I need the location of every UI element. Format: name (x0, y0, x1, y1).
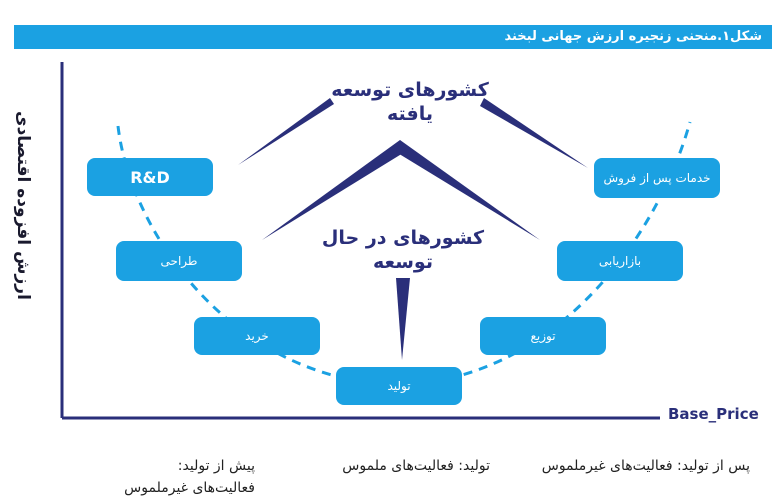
developing-left-wedge (262, 140, 408, 240)
developing-down-wedge (396, 278, 410, 360)
developed-left-wedge (238, 98, 334, 165)
smile-curve (116, 121, 692, 387)
y-axis-label: ارزش افزوده اقتصادی (13, 110, 33, 300)
stage-after-sales: خدمات پس از فروش (594, 158, 720, 198)
pre-production-text: پیش از تولید: فعالیت‌های غیرملموس (124, 458, 255, 496)
stage-design: طراحی (116, 241, 242, 281)
stage-marketing: بازاریابی (557, 241, 683, 281)
production-text: تولید: فعالیت‌های ملموس (342, 458, 490, 474)
post-production-text: پس از تولید: فعالیت‌های غیرملموس (541, 458, 750, 474)
stage-purchase: خرید (194, 317, 320, 355)
developed-countries-label: کشورهای توسعه یافته (331, 79, 489, 125)
developing-countries-label: کشورهای در حال توسعه (321, 227, 485, 273)
developing-right-wedge (396, 140, 540, 240)
stage-rnd: R&D (87, 158, 213, 196)
x-axis-label: Base_Price (668, 405, 759, 423)
developed-right-wedge (480, 98, 588, 168)
figure-title: شکل۱.منحنی زنجیره ارزش جهانی لبخند (14, 25, 772, 49)
stage-distribution: توزیع (480, 317, 606, 355)
stage-production: تولید (336, 367, 462, 405)
